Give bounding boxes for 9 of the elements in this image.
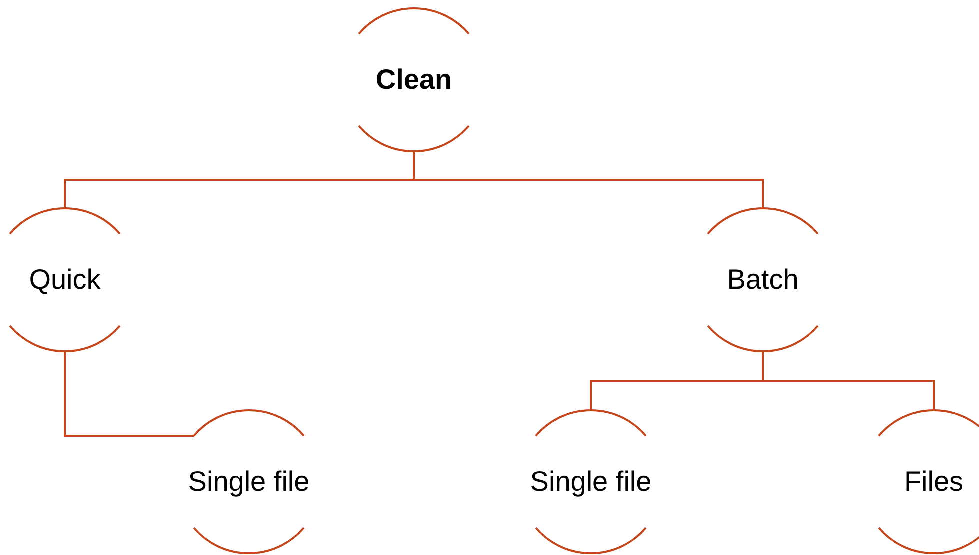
connector-line (413, 152, 764, 208)
node-label: Quick (29, 264, 101, 296)
connector-line (762, 352, 935, 410)
node-label: Single file (188, 466, 310, 498)
node-label: Files (904, 466, 964, 498)
connector-line (64, 352, 194, 437)
node-label: Batch (727, 264, 799, 296)
node-label: Single file (530, 466, 652, 498)
node-label: Clean (376, 64, 452, 96)
